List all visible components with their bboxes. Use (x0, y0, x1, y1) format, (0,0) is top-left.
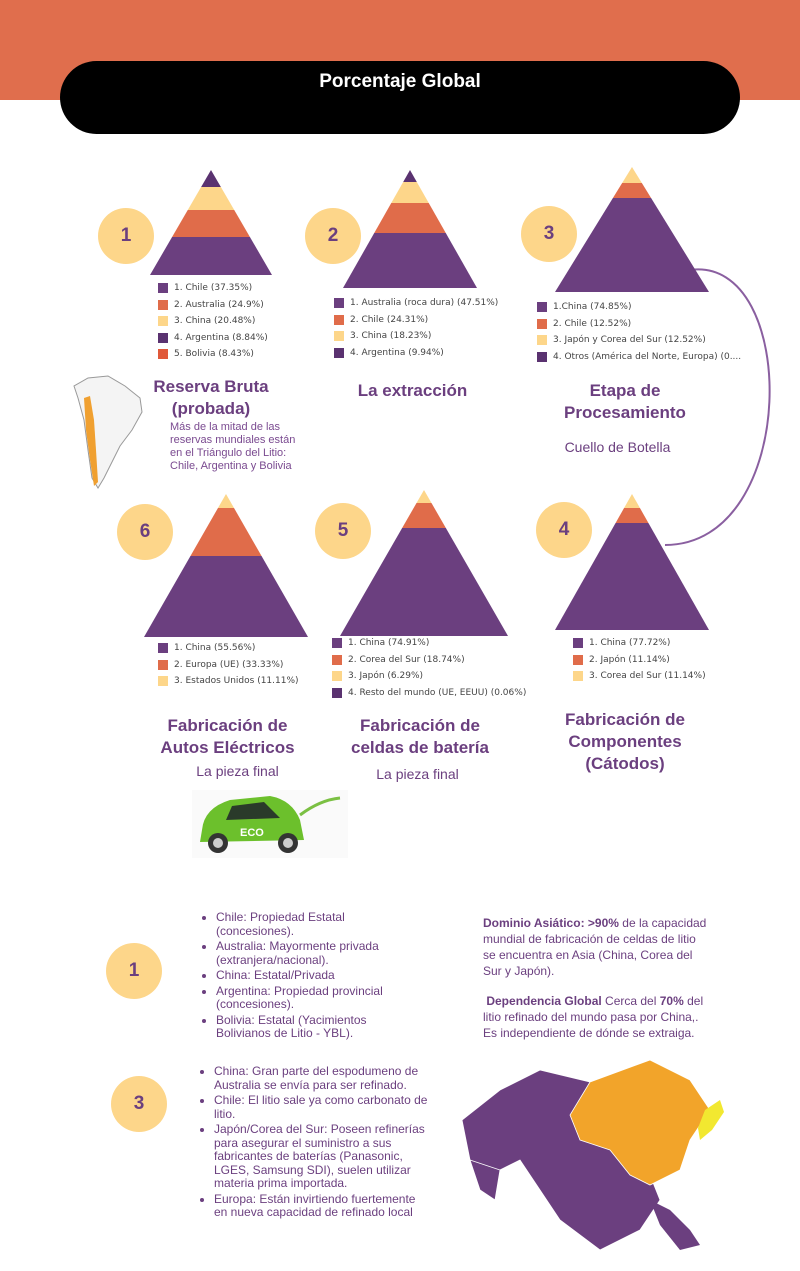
stage-3-badge: 3 (521, 206, 577, 262)
asian-dominance-text: Dominio Asiático: >90% de la capacidad m… (483, 916, 707, 978)
pyramid-stage-5 (340, 490, 508, 636)
note-1-badge: 1 (106, 943, 162, 999)
pyramid-layer (391, 182, 429, 203)
note-3-badge: 3 (111, 1076, 167, 1132)
pyramid-layer (187, 187, 235, 210)
pyramid-layer (615, 508, 649, 523)
pyramid-stage-3 (555, 167, 709, 292)
south-america-map-icon (73, 375, 143, 489)
stage-6-subtitle: La pieza final (196, 763, 279, 779)
pyramid-layer (403, 170, 417, 182)
pyramid-stage-1 (150, 170, 272, 275)
pyramid-layer (190, 508, 262, 556)
stage-5-badge: 5 (315, 503, 371, 559)
legend-stage-5: 1. China (74.91%) 2. Corea del Sur (18.7… (332, 635, 526, 701)
refining-list: China: Gran parte del espodumeno de Aust… (198, 1064, 430, 1222)
eco-car-image (192, 790, 348, 858)
pyramid-layer (612, 183, 652, 198)
global-dependence-text: Dependencia Global Cerca del 70% del lit… (483, 994, 704, 1040)
pyramid-layer (555, 198, 709, 292)
ownership-list: Chile: Propiedad Estatal (concesiones).A… (200, 910, 410, 1043)
title-bar: Porcentaje Global (60, 61, 740, 134)
pyramid-layer (624, 494, 640, 508)
pyramid-layer (217, 494, 235, 508)
stage-1-title: Reserva Bruta(probada) (153, 377, 269, 418)
pyramid-layer (201, 170, 221, 187)
pyramid-stage-2 (343, 170, 477, 288)
legend-stage-1: 1. Chile (37.35%) 2. Australia (24.9%) 3… (158, 280, 268, 363)
car-eco-label: ECO (240, 827, 264, 839)
legend-stage-6: 1. China (55.56%) 2. Europa (UE) (33.33%… (158, 640, 299, 690)
asia-map (461, 1059, 724, 1251)
pyramid-stage-4 (555, 494, 709, 630)
pyramid-layer (555, 523, 709, 630)
pyramid-layer (622, 167, 642, 183)
stage-2-title: La extracción (357, 381, 468, 400)
pyramid-stage-6 (144, 494, 308, 637)
stage-1-badge: 1 (98, 208, 154, 264)
pyramid-layer (172, 210, 250, 237)
stage-6-badge: 6 (117, 504, 173, 560)
pyramid-layer (150, 237, 272, 275)
legend-stage-2: 1. Australia (roca dura) (47.51%) 2. Chi… (334, 295, 498, 361)
pyramid-layer (416, 490, 432, 503)
stage-5-subtitle: La pieza final (376, 766, 459, 782)
page-title: Porcentaje Global (319, 71, 481, 92)
pyramid-layer (402, 503, 446, 528)
stage-2-badge: 2 (305, 208, 361, 264)
pyramid-layer (343, 233, 477, 288)
stage-3-subtitle: Cuello de Botella (564, 439, 671, 455)
legend-stage-4: 1. China (77.72%) 2. Japón (11.14%) 3. C… (573, 635, 706, 685)
pyramid-layer (340, 528, 508, 636)
connector-curve (664, 268, 771, 546)
stage-4-badge: 4 (536, 502, 592, 558)
pyramid-layer (374, 203, 446, 233)
pyramid-layer (144, 556, 308, 637)
legend-stage-3: 1.China (74.85%) 2. Chile (12.52%) 3. Ja… (537, 299, 741, 365)
